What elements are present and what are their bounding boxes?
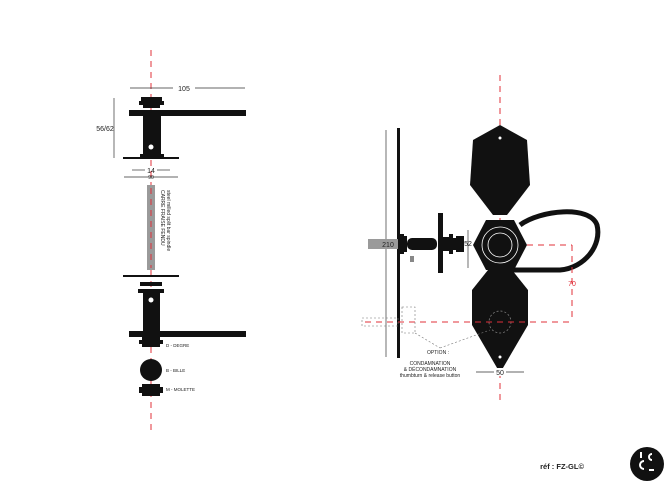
option-thumbturn-outline — [361, 317, 399, 327]
option-fr-1: CONDAMNATION — [410, 361, 451, 367]
handle-boss — [481, 226, 519, 264]
option-fr-2: & DÉCONDAMNATION — [404, 366, 457, 373]
handle-loop — [510, 209, 601, 273]
split-bar-spindle — [147, 185, 155, 270]
reference-label: réf : FZ-GL© — [540, 462, 584, 471]
right-escutcheon-view: 210 52 70 — [361, 75, 601, 400]
rose-and-collar — [400, 213, 464, 273]
finial-b-label: B - BILLE — [166, 368, 185, 373]
top-lever-handle — [123, 97, 246, 159]
spindle-label-fr: CARRE FRAISE FENDU — [159, 190, 165, 246]
finial-d-label: D - DEGRE — [166, 343, 189, 348]
finial-molette — [139, 384, 163, 396]
spindle-label-en: steel milled split bar spindle — [165, 190, 171, 251]
release-button — [410, 256, 414, 262]
bottom-lever-handle — [123, 275, 246, 337]
finial-degre — [139, 337, 163, 347]
finial-bille — [140, 359, 162, 381]
finial-m-label: M - MOLETTE — [166, 387, 195, 392]
dim-square-label: 14 — [147, 168, 155, 175]
dim-plate-width-label: 50 — [496, 370, 504, 377]
dim-width-label: 105 — [178, 86, 190, 93]
option-label: OPTION : — [427, 350, 449, 356]
dim-rose-label: 90 — [148, 175, 154, 181]
dim-rose-label-right: 52 — [464, 241, 472, 248]
brand-logo — [630, 447, 664, 481]
upper-escutcheon — [470, 125, 530, 215]
door-leaf — [397, 128, 400, 358]
left-handle-view: 105 56/62 14 90 CARRE FRAISE FENDU steel… — [96, 50, 246, 430]
spindle — [368, 239, 398, 249]
dim-centers-label: 70 — [568, 281, 576, 288]
dim-height-label: 56/62 — [96, 126, 114, 133]
dim-spindle-label: 210 — [382, 242, 394, 249]
lower-escutcheon — [472, 255, 528, 373]
option-en: thumbturn & release button — [400, 373, 461, 379]
